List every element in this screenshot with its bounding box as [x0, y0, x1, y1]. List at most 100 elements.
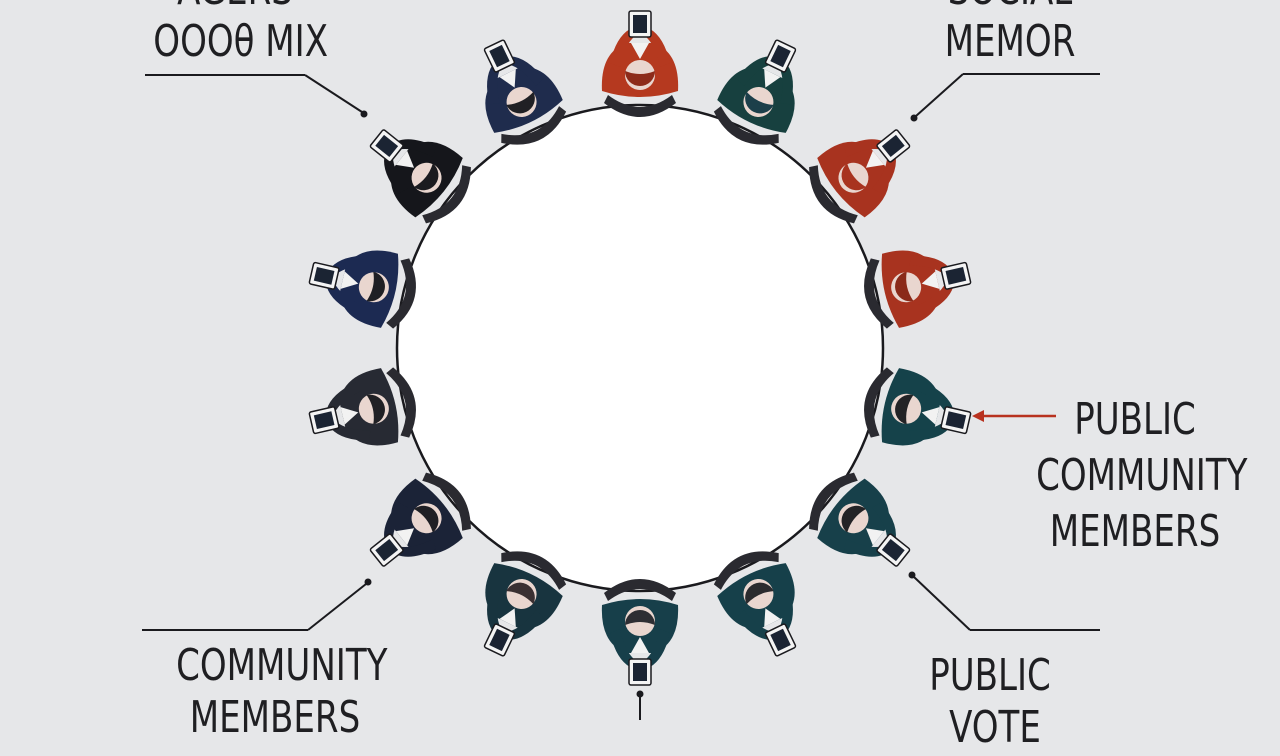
tablet-screen	[375, 538, 399, 562]
right-arm	[644, 29, 670, 67]
tablet-screen	[313, 267, 335, 285]
seated-person	[308, 367, 416, 446]
shirt-collar	[921, 271, 940, 289]
shirt-collar	[865, 150, 885, 168]
right-arm	[909, 421, 949, 441]
label-top-right-partial: SOCIAL	[941, 0, 1079, 18]
shirt-collar	[395, 528, 415, 546]
seated-person	[713, 551, 797, 657]
connector-bottom-center	[636, 690, 644, 720]
label-top-left: OOOθ MIX	[153, 16, 329, 67]
left-arm	[736, 56, 773, 87]
connector-top-right	[910, 73, 1100, 122]
chair-back	[386, 258, 416, 329]
right-arm	[487, 591, 501, 632]
label-bottom-left-line-1: COMMUNITY	[176, 640, 388, 691]
tablet-screen	[881, 134, 905, 158]
tablet-screen	[945, 267, 967, 285]
tablet-screen	[633, 663, 647, 681]
connector-top-left	[145, 74, 368, 118]
shirt-collar	[764, 69, 781, 88]
left-arm	[487, 64, 501, 105]
seated-person	[369, 472, 471, 567]
hair	[625, 71, 655, 86]
right-arm	[736, 609, 773, 640]
right-arm	[918, 282, 954, 314]
hair	[841, 163, 866, 191]
left-arm	[331, 421, 371, 441]
connector-bottom-left	[142, 578, 372, 631]
right-arm	[779, 64, 793, 105]
shirt-collar	[764, 608, 781, 627]
tablet-screen	[881, 538, 905, 562]
right-arm	[507, 56, 544, 87]
shirt-collar	[499, 608, 516, 627]
shirt-collar	[340, 407, 359, 425]
chair-back	[864, 258, 894, 329]
connector-bottom-right	[908, 571, 1100, 631]
hair	[841, 505, 866, 533]
right-arm	[326, 382, 362, 414]
chair-back	[604, 579, 676, 601]
shirt-collar	[921, 407, 940, 425]
chair-back	[864, 367, 894, 438]
seated-person	[809, 129, 911, 224]
tablet-screen	[489, 628, 510, 652]
right-arm	[610, 629, 636, 667]
hair	[625, 610, 655, 625]
chair-back	[713, 106, 779, 145]
tablet-screen	[375, 134, 399, 158]
chair-back	[604, 95, 676, 117]
seated-person	[809, 472, 911, 567]
tablet-screen	[770, 628, 791, 652]
chair-back	[422, 165, 471, 224]
seated-person	[864, 250, 972, 329]
left-arm	[844, 139, 884, 158]
chair-back	[501, 551, 567, 590]
hair	[414, 163, 439, 191]
tablet-screen	[945, 411, 967, 429]
tablet-screen	[633, 15, 647, 33]
shirt-collar	[631, 43, 649, 59]
tablet-screen	[489, 44, 510, 68]
hair	[414, 505, 439, 533]
left-arm	[779, 591, 793, 632]
label-right-line-3: MEMBERS	[1049, 506, 1221, 557]
seated-person	[483, 39, 567, 145]
left-arm	[909, 255, 949, 275]
roundtable-illustration	[142, 10, 1100, 720]
label-right-line-2: COMMUNITY	[1036, 450, 1248, 501]
hair	[506, 582, 535, 605]
shirt-collar	[865, 528, 885, 546]
shirt-collar	[499, 69, 516, 88]
right-arm	[331, 255, 371, 275]
seated-person	[483, 551, 567, 657]
left-arm	[326, 282, 362, 314]
tablet-screen	[770, 44, 791, 68]
seated-person	[369, 129, 471, 224]
chair-back	[501, 106, 567, 145]
chair-back	[386, 367, 416, 438]
hair	[895, 394, 914, 425]
tablet-screen	[313, 411, 335, 429]
right-arm	[384, 502, 408, 541]
hair	[895, 271, 914, 302]
right-arm	[396, 139, 436, 158]
seated-person	[308, 250, 416, 329]
left-arm	[507, 609, 544, 640]
label-bottom-left-line-2: MEMBERS	[189, 692, 361, 743]
label-top-right: MEMOR	[944, 16, 1076, 67]
hair	[745, 91, 774, 114]
left-arm	[872, 502, 896, 541]
connector-right-arrow	[972, 410, 1056, 422]
hair	[506, 91, 535, 114]
right-arm	[872, 155, 896, 194]
chair-back	[809, 472, 858, 531]
seated-person	[601, 579, 679, 686]
hair	[366, 271, 385, 302]
label-bottom-right-line-2: VOTE	[949, 702, 1041, 753]
right-arm	[844, 538, 884, 557]
left-arm	[918, 382, 954, 414]
seated-people-group	[308, 10, 972, 686]
seated-person	[864, 367, 972, 446]
